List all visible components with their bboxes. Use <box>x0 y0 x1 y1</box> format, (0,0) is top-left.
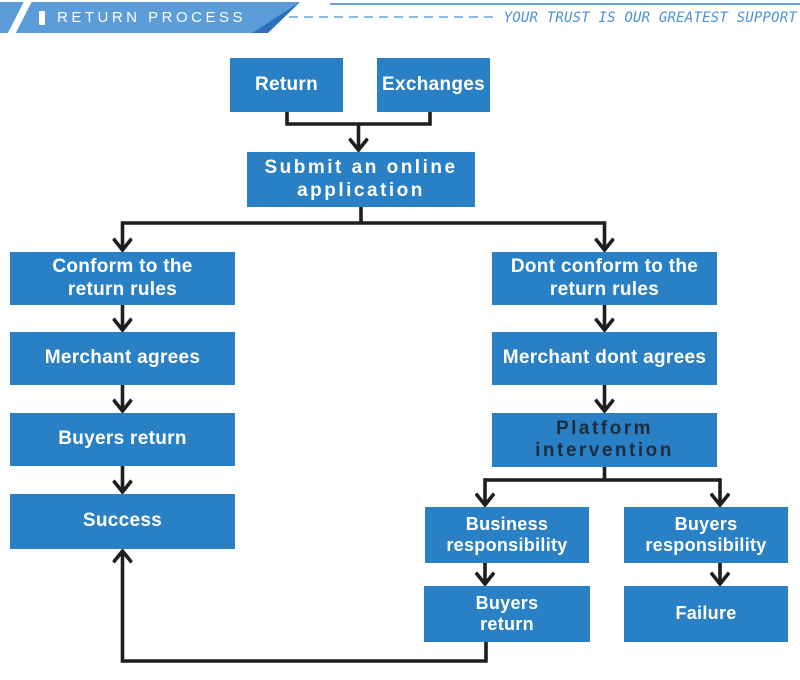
header-dashed-rule <box>289 16 497 18</box>
connector-merge-top <box>285 110 432 126</box>
node-merchant-dont-agrees: Merchant dont agrees <box>492 332 717 385</box>
node-buyers-return: Buyers return <box>10 413 235 466</box>
node-merchant-agrees: Merchant agrees <box>10 332 235 385</box>
node-buyers-responsibility: Buyers responsibility <box>624 507 788 563</box>
node-dont-conform-rules: Dont conform to the return rules <box>492 252 717 305</box>
node-failure: Failure <box>624 586 788 642</box>
page-title: RETURN PROCESS <box>57 9 247 26</box>
node-return: Return <box>230 58 343 112</box>
header-tagline: YOUR TRUST IS OUR GREATEST SUPPORT <box>503 10 797 26</box>
node-exchanges: Exchanges <box>377 58 490 112</box>
node-success: Success <box>10 494 235 549</box>
title-bar-icon <box>39 11 45 25</box>
node-submit-application: Submit an online application <box>247 152 475 207</box>
node-business-responsibility: Business responsibility <box>425 507 589 563</box>
node-platform-intervention: Platform intervention <box>492 413 717 467</box>
header-thin-rule <box>330 3 800 5</box>
node-conform-rules: Conform to the return rules <box>10 252 235 305</box>
node-buyers-return-bottom: Buyers return <box>424 586 590 642</box>
header-banner <box>0 2 300 33</box>
